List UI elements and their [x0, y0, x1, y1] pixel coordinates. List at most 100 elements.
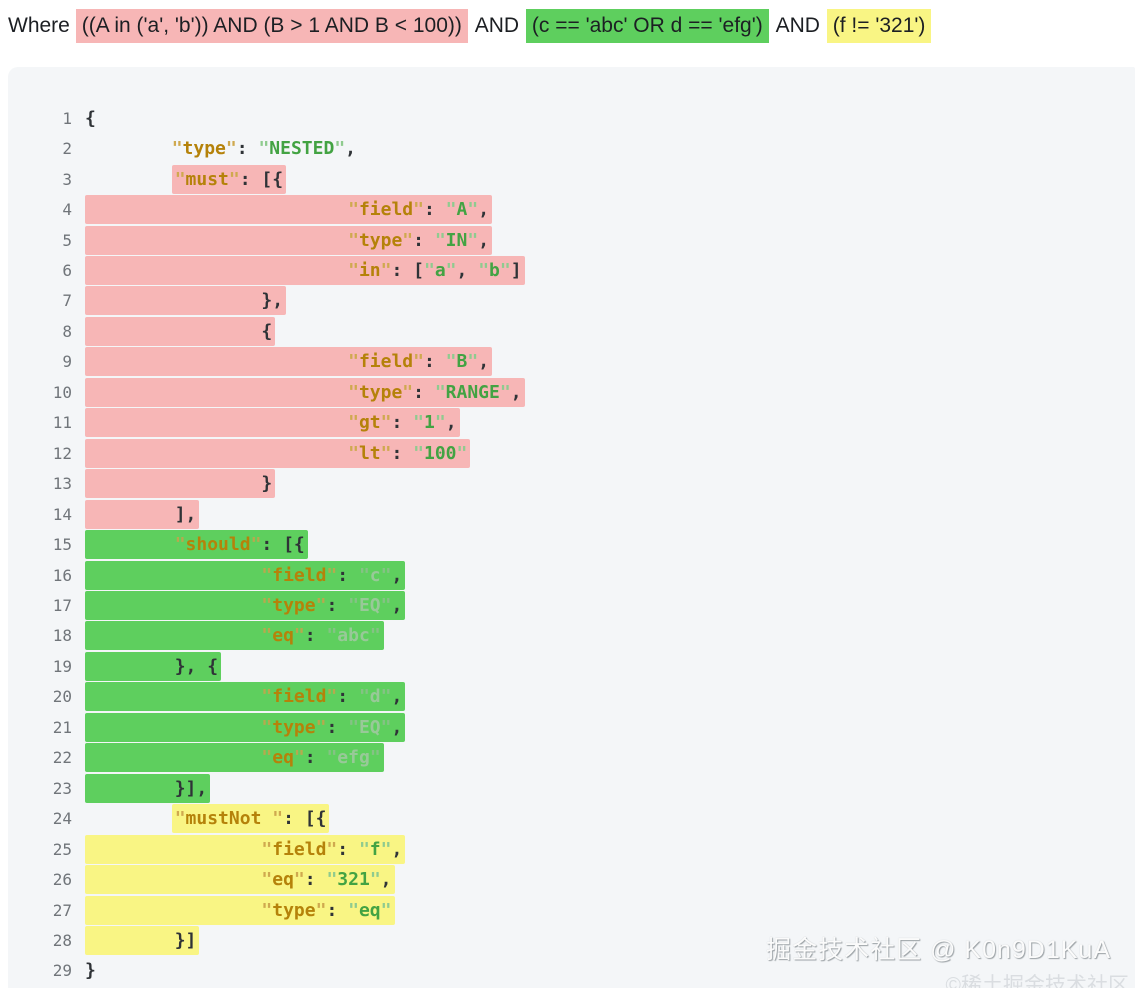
- line-content: "type": "NESTED",: [85, 138, 356, 159]
- code-line: 8 {: [8, 316, 1135, 346]
- highlight-green: "type": "EQ",: [85, 712, 406, 742]
- json-punctuation: :: [423, 351, 446, 373]
- line-content: "field": "d",: [85, 682, 406, 712]
- highlight-pink: "field": "A",: [85, 195, 493, 225]
- highlight-pink: "type": "RANGE",: [85, 377, 525, 407]
- json-punctuation: :: [337, 564, 359, 586]
- json-key: "field": [261, 838, 338, 860]
- line-content: "lt": "100": [85, 438, 471, 468]
- header-conditions: ((A in ('a', 'b')) AND (B > 1 AND B < 10…: [75, 9, 932, 43]
- line-number: 18: [52, 626, 72, 646]
- json-string: "EQ": [348, 716, 392, 738]
- json-punctuation: }: [88, 473, 273, 495]
- code-line: 23 }],: [8, 773, 1135, 803]
- json-punctuation: [88, 351, 348, 372]
- highlight-pink: "type": "IN",: [85, 225, 493, 255]
- json-key: "gt": [348, 412, 392, 434]
- line-content: "should": [{: [85, 530, 308, 560]
- json-key: "type": [348, 229, 414, 251]
- json-string: "b": [478, 259, 511, 281]
- code-line: 1{: [8, 103, 1135, 133]
- code-line: 9 "field": "B",: [8, 347, 1135, 377]
- json-key: "field": [348, 199, 424, 221]
- json-string: "abc": [326, 625, 381, 647]
- line-content: "mustNot ": [{: [85, 804, 330, 834]
- json-punctuation: [88, 534, 175, 555]
- highlight-yellow: "eq": "321",: [85, 865, 395, 895]
- highlight-green: "should": [{: [85, 530, 308, 560]
- highlight-green: "field": "c",: [85, 560, 406, 590]
- line-number: 20: [52, 687, 72, 707]
- json-punctuation: ]: [510, 259, 522, 281]
- highlight-yellow: "mustNot ": [{: [171, 804, 330, 834]
- where-label: Where: [8, 14, 70, 37]
- line-number: 1: [62, 108, 72, 128]
- line-number: 29: [52, 961, 72, 981]
- highlight-pink: "must": [{: [171, 164, 287, 194]
- json-key: "in": [348, 259, 392, 281]
- json-punctuation: ,: [391, 686, 403, 708]
- json-key: "field": [348, 351, 424, 373]
- json-string: "d": [358, 686, 392, 708]
- json-punctuation: [85, 138, 172, 159]
- json-string: "A": [445, 199, 479, 221]
- line-content: "eq": "efg": [85, 743, 384, 773]
- json-punctuation: :: [326, 899, 349, 921]
- json-key: "eq": [261, 869, 305, 891]
- highlight-green: "eq": "efg": [85, 743, 384, 773]
- code-line: 7 },: [8, 286, 1135, 316]
- json-punctuation: [88, 260, 348, 281]
- line-content: {: [85, 316, 276, 346]
- json-punctuation: [85, 808, 172, 829]
- line-number: 27: [52, 900, 72, 920]
- code-line: 5 "type": "IN",: [8, 225, 1135, 255]
- line-content: ],: [85, 499, 200, 529]
- json-punctuation: :: [391, 442, 414, 464]
- json-punctuation: ,: [391, 716, 403, 738]
- json-punctuation: ,: [510, 381, 522, 403]
- code-line: 3 "must": [{: [8, 164, 1135, 194]
- json-punctuation: [88, 747, 261, 768]
- json-key: "type": [261, 899, 327, 921]
- code-line: 27 "type": "eq": [8, 895, 1135, 925]
- condition-green: (c == 'abc' OR d == 'efg'): [525, 9, 769, 43]
- highlight-pink: }: [85, 469, 276, 499]
- json-punctuation: {: [88, 320, 273, 342]
- where-clause-header: Where ((A in ('a', 'b')) AND (B > 1 AND …: [8, 8, 1128, 44]
- line-content: "type": "eq": [85, 895, 395, 925]
- json-punctuation: :: [304, 747, 327, 769]
- json-key: "should": [174, 534, 262, 556]
- json-key: "type": [261, 716, 327, 738]
- line-content: }],: [85, 773, 211, 803]
- json-punctuation: {: [85, 107, 96, 129]
- json-punctuation: [85, 169, 172, 190]
- line-number: 4: [62, 200, 72, 220]
- code-line: 29}: [8, 956, 1135, 986]
- json-string: "efg": [326, 747, 381, 769]
- line-number: 22: [52, 748, 72, 768]
- code-line: 13 }: [8, 468, 1135, 499]
- json-key: "eq": [261, 747, 305, 769]
- json-string: "a": [423, 259, 457, 281]
- line-number: 5: [62, 230, 72, 250]
- highlight-green: }],: [85, 773, 211, 803]
- line-content: "type": "IN",: [85, 225, 493, 255]
- line-number: 9: [62, 352, 72, 372]
- code-line: 11 "gt": "1",: [8, 408, 1135, 438]
- line-number: 19: [52, 656, 72, 676]
- line-content: "eq": "abc": [85, 621, 384, 651]
- line-number: 12: [52, 443, 72, 463]
- line-content: }: [85, 469, 276, 499]
- json-punctuation: :: [326, 716, 349, 738]
- json-punctuation: :: [391, 412, 414, 434]
- line-content: "field": "f",: [85, 834, 406, 864]
- line-content: }, {: [85, 651, 222, 681]
- json-key: "lt": [348, 442, 392, 464]
- json-punctuation: :: [236, 138, 259, 160]
- json-punctuation: ,: [391, 594, 403, 616]
- json-punctuation: [88, 443, 348, 464]
- json-punctuation: ,: [445, 412, 457, 434]
- json-string: "c": [358, 564, 392, 586]
- line-number: 23: [52, 778, 72, 798]
- json-key: "mustNot ": [174, 808, 284, 830]
